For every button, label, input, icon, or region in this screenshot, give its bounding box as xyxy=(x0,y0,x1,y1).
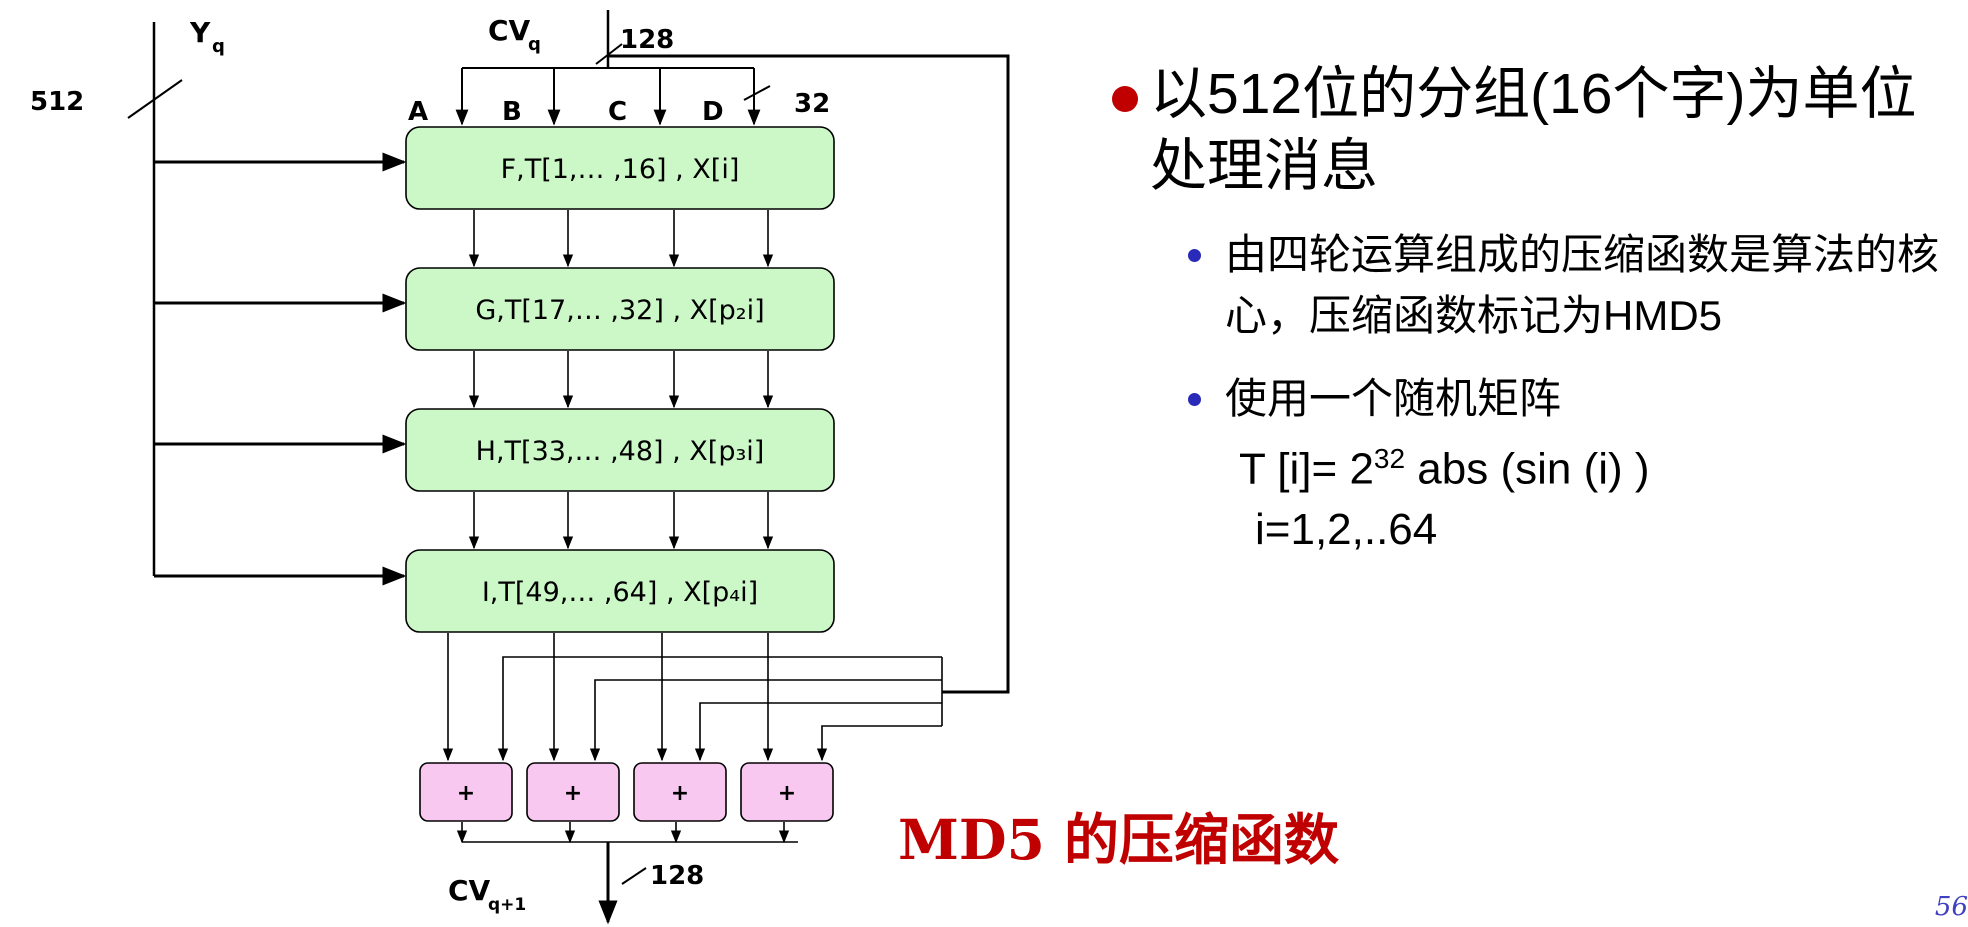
adder-3: + xyxy=(633,762,727,822)
svg-text:+: + xyxy=(671,781,689,806)
sub-bullet-2: 使用一个随机矩阵 T [i]= 232 abs (sin (i) ) i=1,2… xyxy=(1188,368,1962,560)
svg-text:+: + xyxy=(778,781,796,806)
cv-in-label-sub: q xyxy=(528,34,541,55)
register-c-label: C xyxy=(608,97,627,127)
chaining-variable-input: CV q 128 32 A B C D xyxy=(408,10,830,127)
register-width-label: 32 xyxy=(794,89,830,119)
sub-bullet-1-dot xyxy=(1188,249,1201,262)
register-d-label: D xyxy=(702,97,724,127)
page-number: 56 xyxy=(1934,892,1968,922)
cv-out-label: CV xyxy=(448,874,491,907)
sub-bullet-1-text: 由四轮运算组成的压缩函数是算法的核心，压缩函数标记为 xyxy=(1225,230,1940,340)
formula-line-1: T [i]= 232 abs (sin (i) ) xyxy=(1239,429,1650,500)
register-a-label: A xyxy=(408,97,428,127)
svg-text:+: + xyxy=(457,781,475,806)
message-input-bus: Y q 512 xyxy=(30,16,407,586)
round-4: I,T[49,… ,64] , X[p₄i] xyxy=(405,549,835,633)
main-bullet-text: 以512位的分组(16个字)为单位处理消息 xyxy=(1150,62,1917,198)
feedforward-line xyxy=(497,54,1010,762)
register-b-label: B xyxy=(502,97,522,127)
input-width-label: 512 xyxy=(30,87,84,117)
diagram-caption: MD5 的压缩函数 xyxy=(898,807,1339,872)
sub-bullet-1-term: HMD5 xyxy=(1603,292,1723,339)
formula-line-2: i=1,2,..64 xyxy=(1255,504,1438,554)
round-3: H,T[33,… ,48] , X[p₃i] xyxy=(405,408,835,492)
adder-2: + xyxy=(526,762,620,822)
sub-bullet-2-dot xyxy=(1188,393,1201,406)
adder-1: + xyxy=(419,762,513,822)
round-1-label: F,T[1,… ,16] , X[i] xyxy=(501,154,740,185)
sub-bullet-1: 由四轮运算组成的压缩函数是算法的核心，压缩函数标记为HMD5 xyxy=(1188,224,1962,346)
cv-out-width-label: 128 xyxy=(650,861,704,891)
sub-bullet-1-content: 由四轮运算组成的压缩函数是算法的核心，压缩函数标记为HMD5 xyxy=(1225,224,1962,346)
round-3-label: H,T[33,… ,48] , X[p₃i] xyxy=(476,436,765,467)
input-label-sub: q xyxy=(212,36,225,57)
round-4-label: I,T[49,… ,64] , X[p₄i] xyxy=(482,577,758,608)
round-connectors xyxy=(442,210,774,762)
sub-bullet-2-text: 使用一个随机矩阵 xyxy=(1225,374,1562,423)
adder-4: + xyxy=(740,762,834,822)
bullet-list: 以512位的分组(16个字)为单位处理消息 由四轮运算组成的压缩函数是算法的核心… xyxy=(1112,58,1962,560)
round-2-label: G,T[17,… ,32] , X[p₂i] xyxy=(475,295,764,326)
main-bullet: 以512位的分组(16个字)为单位处理消息 xyxy=(1112,58,1962,202)
round-2: G,T[17,… ,32] , X[p₂i] xyxy=(405,267,835,351)
md5-compression-diagram: Y q 512 CV q 128 32 A B C D xyxy=(30,10,1010,925)
formula-exponent: 32 xyxy=(1373,443,1406,474)
formula-base: T [i]= 2 xyxy=(1239,444,1374,494)
round-1: F,T[1,… ,16] , X[i] xyxy=(405,126,835,210)
chaining-variable-output: CV q+1 128 xyxy=(448,822,798,925)
cv-in-width-label: 128 xyxy=(620,25,674,55)
cv-out-label-sub: q+1 xyxy=(488,895,526,915)
cv-in-label: CV xyxy=(488,14,531,47)
sub-bullet-2-content: 使用一个随机矩阵 T [i]= 232 abs (sin (i) ) i=1,2… xyxy=(1225,368,1650,560)
main-bullet-dot xyxy=(1112,86,1138,112)
input-label: Y xyxy=(189,16,211,49)
formula-rest: abs (sin (i) ) xyxy=(1405,444,1650,494)
svg-text:+: + xyxy=(564,781,582,806)
